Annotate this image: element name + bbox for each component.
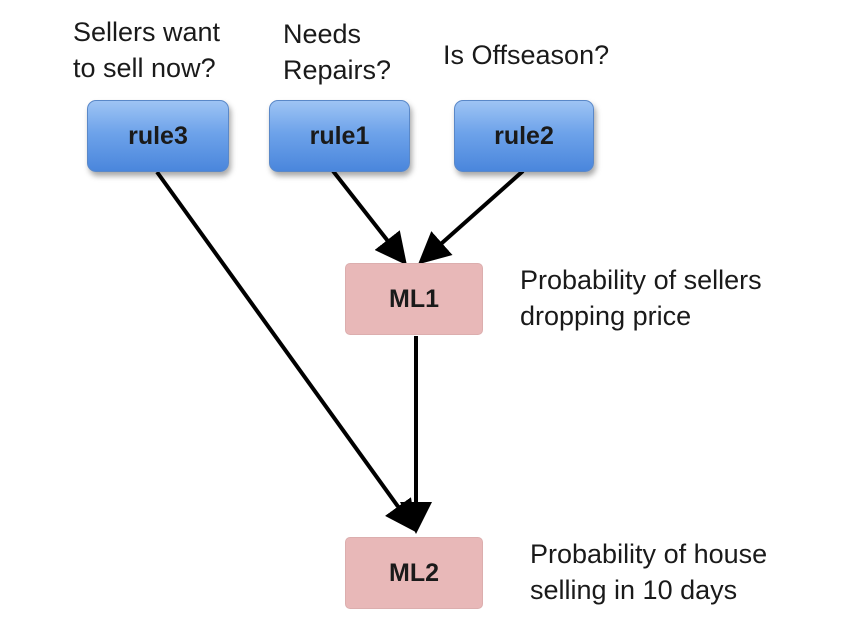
ml1-caption-line-1: Probability of sellers [520,265,762,295]
rule3-caption: Sellers want to sell now? [73,14,220,86]
ml1-caption-line-2: dropping price [520,301,692,331]
ml2-node: ML2 [345,537,483,609]
ml2-caption-line-2: selling in 10 days [530,575,738,605]
ml2-node-label: ML2 [389,558,439,587]
rule2-node-label: rule2 [494,121,554,150]
rule1-caption-line-2: Repairs? [283,55,392,85]
ml1-caption: Probability of sellers dropping price [520,262,762,334]
rule3-caption-line-1: Sellers want [73,17,221,47]
edge-rule3-to-ml2 [155,170,417,533]
rule2-caption: Is Offseason? [443,37,609,73]
ml1-node-label: ML1 [389,284,439,313]
rule1-node: rule1 [269,100,410,172]
rule1-node-label: rule1 [309,121,370,150]
rule3-node: rule3 [87,100,229,172]
rule1-caption: Needs Repairs? [283,16,391,88]
rule2-node: rule2 [454,100,594,172]
ml2-caption-line-1: Probability of house [530,539,768,569]
ml1-node: ML1 [345,263,483,335]
edge-rule2-to-ml1 [418,169,525,265]
rule2-caption-line-1: Is Offseason? [443,40,610,70]
ml2-caption: Probability of house selling in 10 days [530,536,767,608]
rule3-caption-line-2: to sell now? [73,53,216,83]
edge-rule1-to-ml1 [331,169,407,266]
rule1-caption-line-1: Needs [283,19,362,49]
rule3-node-label: rule3 [128,121,188,150]
